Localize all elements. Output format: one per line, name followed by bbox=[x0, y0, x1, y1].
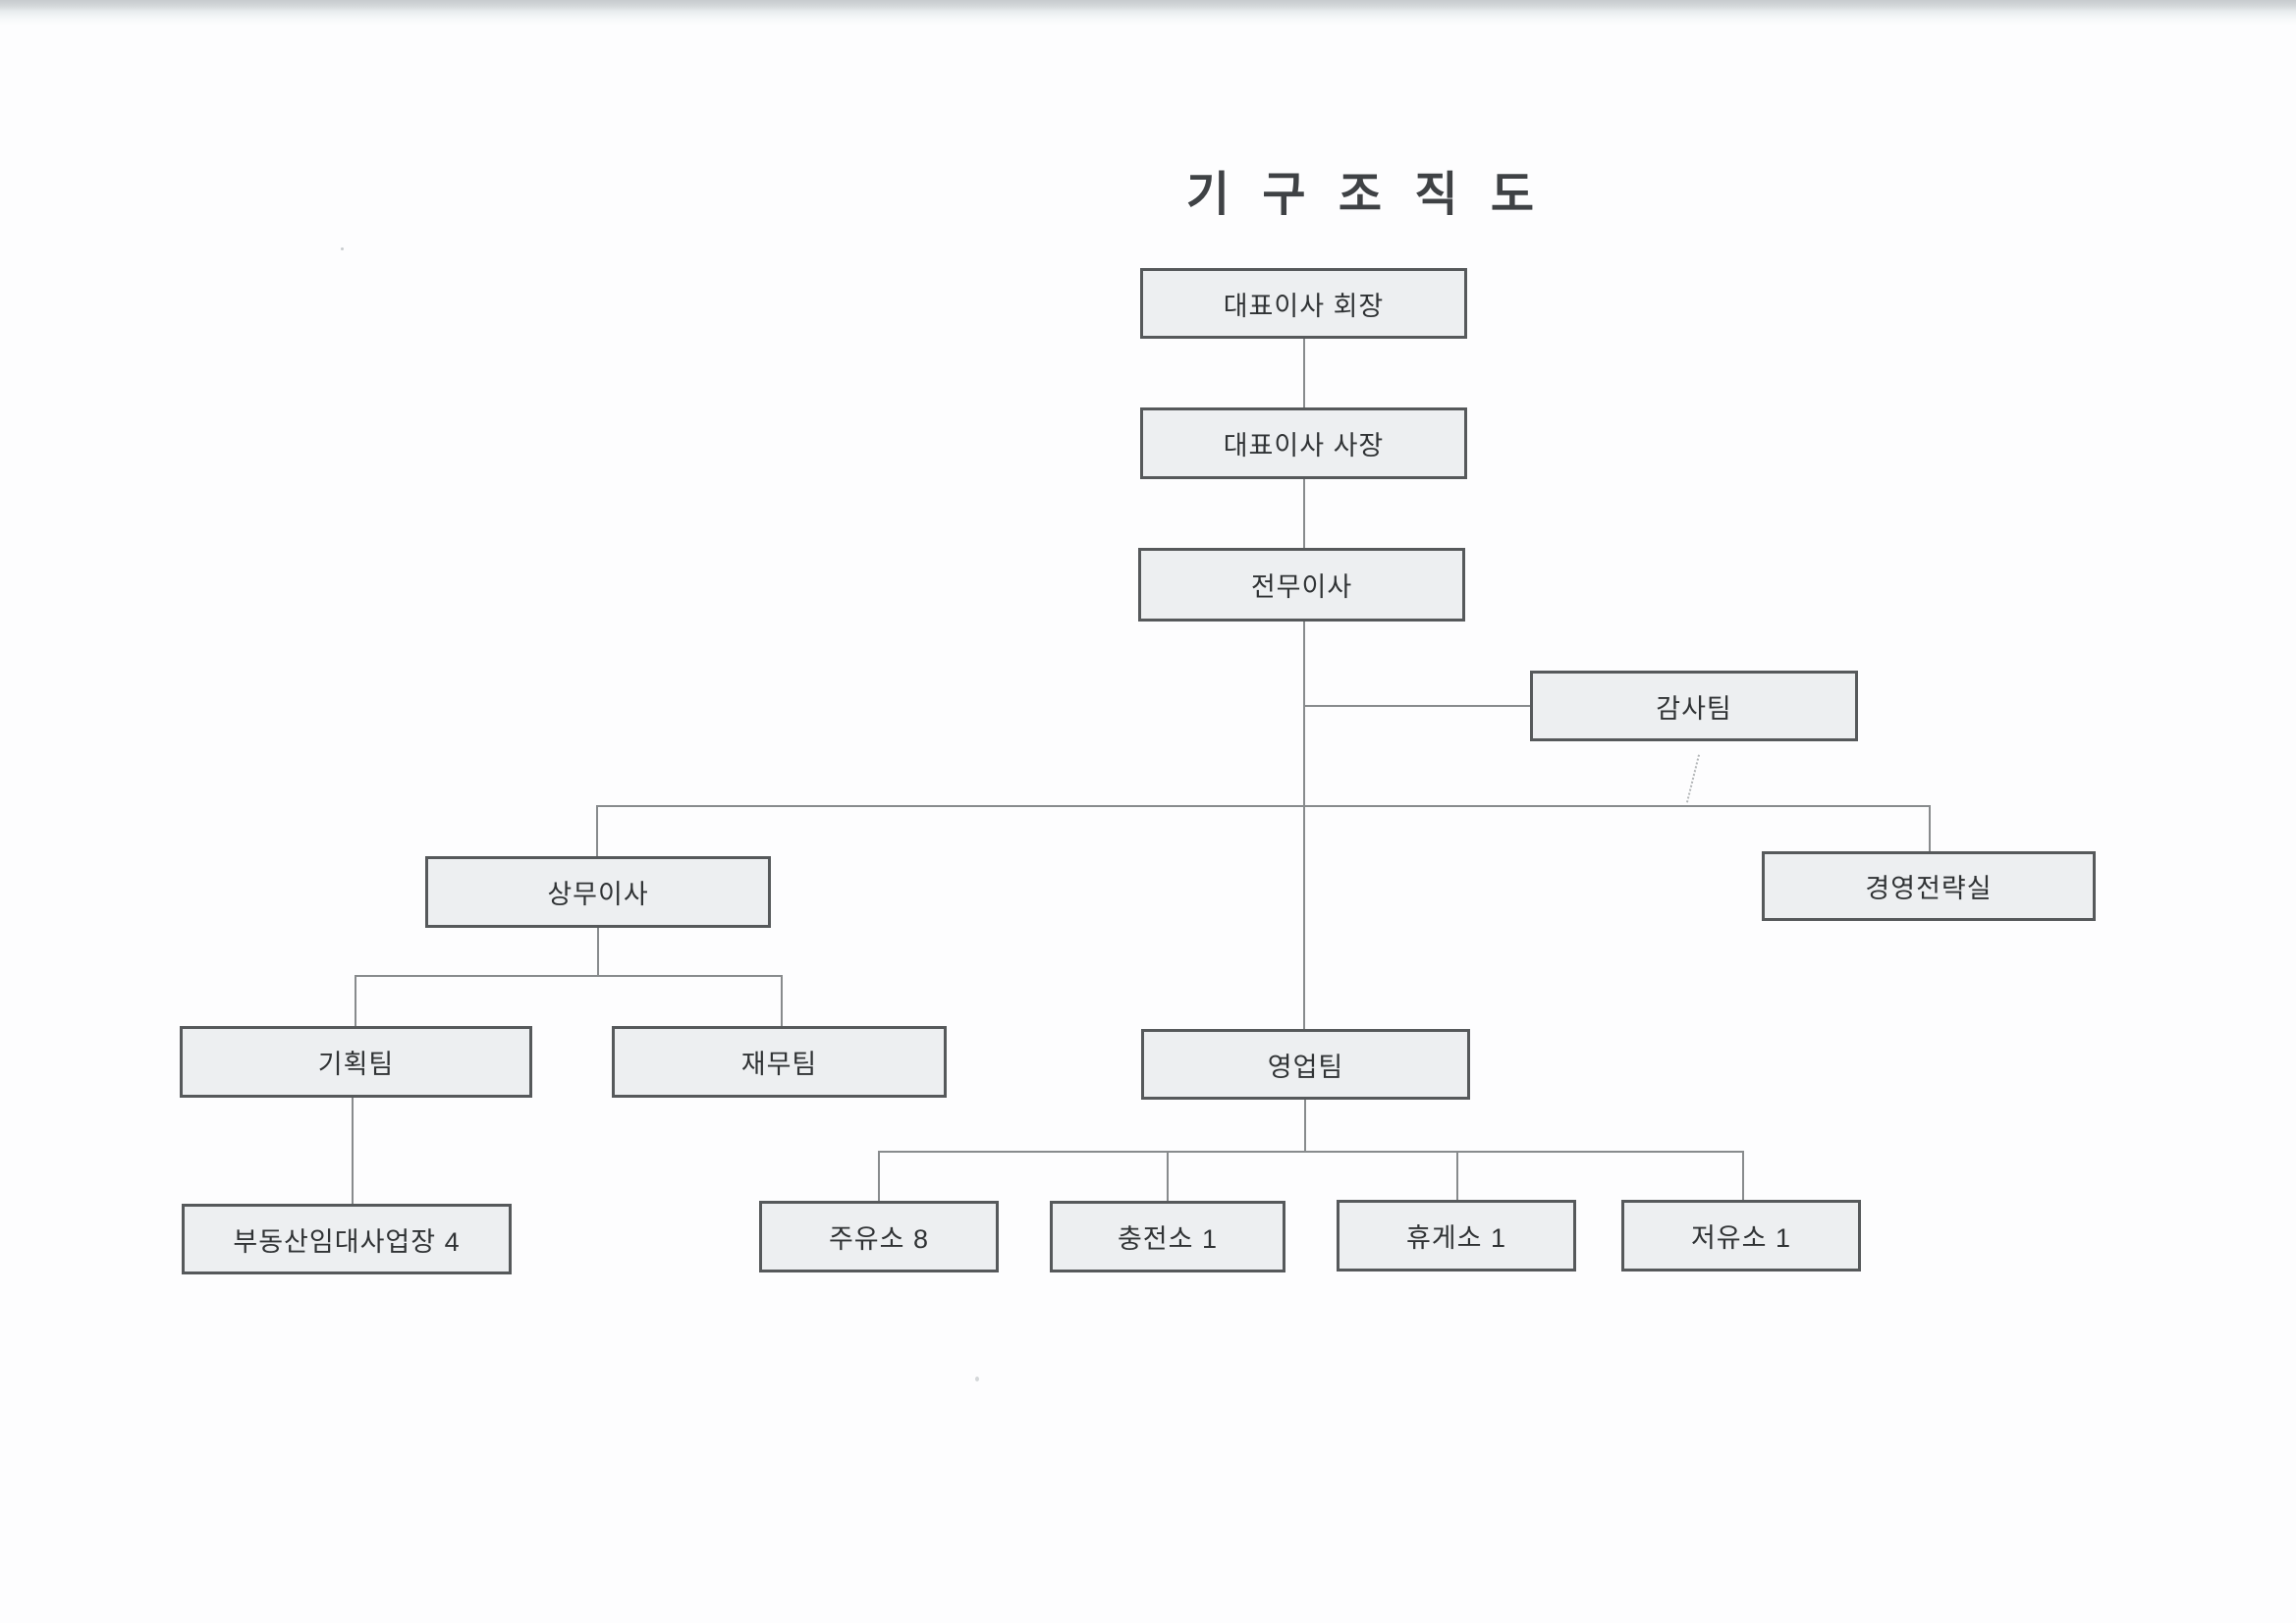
node-ceo-chairman: 대표이사 회장 bbox=[1140, 268, 1467, 339]
node-gas-stations-label: 주유소 8 bbox=[828, 1224, 930, 1254]
node-ceo-president: 대표이사 사장 bbox=[1140, 407, 1467, 479]
node-planning-team-label: 기획팀 bbox=[317, 1050, 395, 1079]
node-sales-team: 영업팀 bbox=[1141, 1029, 1470, 1100]
node-real-estate-rental-sites: 부동산임대사업장 4 bbox=[182, 1204, 512, 1274]
node-charging-stations: 충전소 1 bbox=[1050, 1201, 1285, 1272]
node-ceo-chairman-label: 대표이사 회장 bbox=[1223, 291, 1385, 321]
node-gas-stations: 주유소 8 bbox=[759, 1201, 999, 1272]
node-managing-director: 상무이사 bbox=[425, 856, 771, 928]
scan-artifact bbox=[1685, 754, 1701, 803]
connector-planning-to-realestate bbox=[352, 1098, 354, 1204]
connector-drop-rest-areas bbox=[1456, 1151, 1458, 1200]
connector-drop-gas-stations bbox=[878, 1151, 880, 1201]
connector-managing-director-splitter bbox=[355, 975, 783, 977]
connector-drop-finance bbox=[781, 975, 783, 1026]
node-ceo-president-label: 대표이사 사장 bbox=[1223, 431, 1385, 460]
page-title: 기 구 조 직 도 bbox=[1185, 169, 1545, 221]
connector-audit-branch bbox=[1303, 705, 1530, 707]
scan-artifact bbox=[975, 1377, 979, 1381]
node-strategy-office-label: 경영전략실 bbox=[1865, 874, 1993, 903]
node-executive-director: 전무이사 bbox=[1138, 548, 1465, 622]
connector-sales-stem bbox=[1304, 1100, 1306, 1151]
scan-artifact bbox=[341, 247, 344, 250]
node-managing-director-label: 상무이사 bbox=[547, 880, 649, 909]
node-strategy-office: 경영전략실 bbox=[1762, 851, 2096, 921]
connector-president-to-exec bbox=[1303, 479, 1305, 548]
connector-drop-charging-stations bbox=[1167, 1151, 1169, 1201]
node-charging-stations-label: 충전소 1 bbox=[1117, 1224, 1219, 1254]
connector-managing-director-stem bbox=[597, 928, 599, 975]
scan-edge-shadow bbox=[0, 0, 2296, 26]
node-oil-depots: 저유소 1 bbox=[1621, 1200, 1861, 1271]
node-sales-team-label: 영업팀 bbox=[1267, 1052, 1344, 1082]
connector-main-splitter bbox=[596, 805, 1931, 807]
node-finance-team-label: 재무팀 bbox=[740, 1050, 818, 1079]
node-oil-depots-label: 저유소 1 bbox=[1690, 1223, 1792, 1253]
connector-drop-oil-depots bbox=[1742, 1151, 1744, 1200]
connector-drop-planning bbox=[355, 975, 356, 1026]
node-audit-team-label: 감사팀 bbox=[1656, 693, 1732, 724]
node-rest-areas: 휴게소 1 bbox=[1337, 1200, 1576, 1271]
connector-drop-strategy-office bbox=[1929, 805, 1931, 851]
node-rest-areas-label: 휴게소 1 bbox=[1405, 1223, 1507, 1253]
connector-chairman-to-president bbox=[1303, 339, 1305, 407]
connector-exec-main-stem bbox=[1303, 622, 1305, 1029]
connector-drop-managing-director bbox=[596, 805, 598, 856]
connector-sales-splitter bbox=[878, 1151, 1742, 1153]
node-planning-team: 기획팀 bbox=[180, 1026, 532, 1098]
node-finance-team: 재무팀 bbox=[612, 1026, 947, 1098]
node-audit-team: 감사팀 bbox=[1530, 671, 1858, 741]
node-real-estate-rental-sites-label: 부동산임대사업장 4 bbox=[233, 1226, 461, 1257]
node-executive-director-label: 전무이사 bbox=[1250, 572, 1353, 602]
